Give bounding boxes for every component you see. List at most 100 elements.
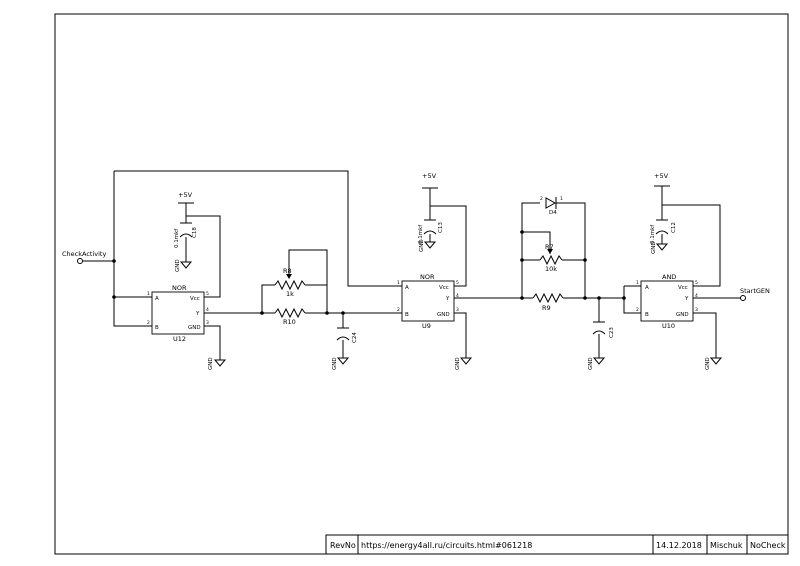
c18-ref: C18 — [192, 227, 198, 238]
r7-ref: R7 — [545, 243, 554, 251]
input-terminal: CheckActivity — [62, 250, 106, 264]
gate-u12-num-y: 4 — [206, 307, 209, 313]
c18-value: 0.1mkf — [174, 228, 180, 248]
gnd-label-c12: GND — [651, 241, 657, 254]
gnd-label-c24: GND — [332, 357, 338, 370]
gate-u10-num-a: 1 — [636, 280, 639, 286]
gnd-symbol-c12: GND — [651, 241, 669, 254]
gate-u12-num-b: 2 — [147, 320, 150, 326]
capacitor-c24: C24 — [336, 327, 358, 343]
capacitor-c13: 0.1mkf C13 — [418, 219, 444, 244]
c13-ref: C13 — [438, 222, 444, 233]
r9-ref: R9 — [542, 304, 551, 312]
output-terminal: StartGEN — [740, 287, 770, 301]
d4-pin-1: 1 — [560, 196, 563, 202]
potentiometer-r8: R8 1k — [274, 267, 306, 298]
gate-u10: AND U10 A B Vcc Y GND 1 2 5 4 3 — [636, 273, 698, 330]
gate-u9-pin-vcc: Vcc — [439, 285, 449, 291]
c12-ref: C12 — [671, 222, 677, 233]
output-net-label: StartGEN — [740, 287, 770, 295]
gnd-symbol-u10: GND — [705, 357, 723, 370]
gate-u10-num-b: 2 — [636, 307, 639, 313]
gate-u10-pin-gnd: GND — [676, 312, 689, 318]
gate-u10-pin-vcc: Vcc — [678, 285, 688, 291]
source-url: https://energy4all.ru/circuits.html#0612… — [361, 541, 532, 550]
gate-u10-ref: U10 — [662, 322, 675, 330]
gnd-symbol-c18: GND — [175, 259, 193, 272]
gate-u9-pin-b: B — [405, 312, 409, 318]
input-net-label: CheckActivity — [62, 250, 106, 258]
author-cell: Mischuk — [710, 541, 743, 550]
vcc-symbol-u10: +5V — [654, 172, 670, 187]
vcc-symbol-u12: +5V — [178, 191, 194, 204]
gate-u9-num-y: 4 — [456, 293, 459, 299]
gate-u9-type: NOR — [420, 273, 435, 281]
gate-u10-pin-a: A — [645, 285, 649, 291]
diode-d4: D4 2 1 — [540, 196, 563, 216]
gate-u9-pin-y: Y — [445, 296, 450, 302]
gnd-symbol-c23: GND — [588, 357, 606, 370]
gate-u9-ref: U9 — [422, 322, 431, 330]
gnd-symbol-c13: GND — [419, 239, 437, 252]
gate-u12-pin-a: A — [155, 296, 159, 302]
gnd-label-c13: GND — [419, 239, 425, 252]
gnd-label-u10: GND — [705, 357, 711, 370]
gate-u10-num-vcc: 5 — [695, 280, 698, 286]
gate-u10-pin-b: B — [645, 312, 649, 318]
gate-u12-pin-b: B — [155, 325, 159, 331]
r10-ref: R10 — [283, 318, 296, 326]
resistor-r9: R9 — [532, 292, 564, 312]
gate-u12-pin-vcc: Vcc — [190, 296, 200, 302]
gnd-symbol-u9: GND — [455, 357, 473, 370]
vcc-symbol-u9: +5V — [422, 172, 438, 189]
title-block: RevNo https://energy4all.ru/circuits.htm… — [325, 534, 789, 555]
gate-u10-type: AND — [662, 273, 676, 281]
vcc-label-u9: +5V — [422, 172, 437, 180]
gate-u12-num-vcc: 5 — [206, 291, 209, 297]
rev-label: RevNo — [330, 541, 356, 550]
gate-u9-num-b: 2 — [397, 307, 400, 313]
potentiometer-r7: R7 10k — [539, 243, 563, 273]
gate-u12-pin-y: Y — [195, 311, 200, 317]
vcc-label-u10: +5V — [654, 172, 669, 180]
gate-u10-num-gnd: 3 — [695, 307, 698, 313]
r8-ref: R8 — [283, 267, 292, 275]
gate-u9-num-a: 1 — [397, 280, 400, 286]
gate-u10-num-y: 4 — [695, 293, 698, 299]
gnd-symbol-u12: GND — [208, 357, 227, 370]
gnd-symbol-c24: GND — [332, 357, 350, 370]
gnd-label-c23: GND — [588, 357, 594, 370]
gate-u9-pin-gnd: GND — [437, 312, 450, 318]
vcc-label-u12: +5V — [178, 191, 193, 199]
check-cell: NoCheck — [750, 541, 786, 550]
gate-u12-num-gnd: 3 — [206, 320, 209, 326]
gate-u9-num-vcc: 5 — [456, 280, 459, 286]
gnd-label-u12: GND — [208, 357, 214, 370]
capacitor-c18: 0.1mkf C18 — [174, 222, 198, 248]
c12-value: 0.1mkf — [650, 224, 656, 244]
d4-pin-2: 2 — [540, 196, 543, 202]
resistor-r10: R10 — [274, 307, 306, 326]
gate-u12-pin-gnd: GND — [188, 325, 201, 331]
junctions — [112, 230, 626, 315]
gnd-label-c18: GND — [175, 259, 181, 272]
r8-value: 1k — [286, 290, 294, 298]
gate-u9-pin-a: A — [405, 285, 409, 291]
c13-value: 0.1mkf — [418, 224, 424, 244]
gate-u12: NOR U12 A B Vcc Y GND 1 2 5 4 3 — [147, 284, 209, 343]
gate-u12-num-a: 1 — [147, 291, 150, 297]
capacitor-c12: 0.1mkf C12 — [650, 219, 677, 244]
c23-ref: C23 — [609, 327, 615, 338]
r7-value: 10k — [545, 265, 557, 273]
gate-u12-type: NOR — [172, 284, 187, 292]
gate-u10-pin-y: Y — [684, 296, 689, 302]
gate-u9-num-gnd: 3 — [456, 307, 459, 313]
date-cell: 14.12.2018 — [656, 541, 702, 550]
d4-ref: D4 — [549, 210, 557, 216]
gnd-label-u9: GND — [455, 357, 461, 370]
gate-u9: NOR U9 A B Vcc Y GND 1 2 5 4 3 — [397, 273, 459, 330]
capacitor-c23: C23 — [592, 321, 615, 338]
c24-ref: C24 — [352, 332, 358, 343]
gate-u12-ref: U12 — [173, 335, 186, 343]
